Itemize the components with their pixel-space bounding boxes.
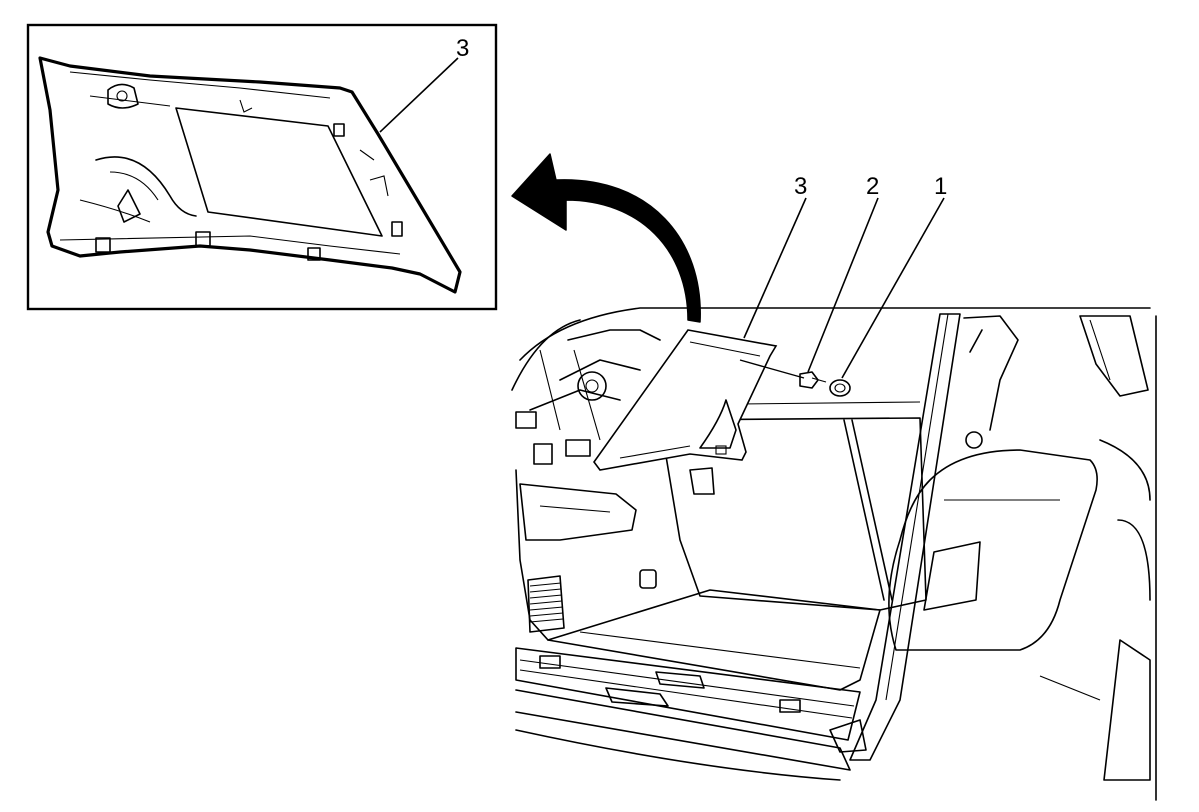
fastener-axis-line — [739, 359, 805, 379]
inset-detail-view: 3 — [26, 23, 498, 311]
leader-line-1 — [841, 197, 945, 379]
bolt-fastener — [799, 371, 827, 389]
leader-line-3 — [743, 197, 807, 339]
quarter-trim-panel — [593, 329, 778, 471]
washer-ring — [829, 379, 851, 397]
speaker-grille — [527, 575, 565, 633]
callout-3-inset: 3 — [456, 35, 469, 62]
inset-clip-top — [107, 83, 139, 109]
callout-2: 2 — [866, 173, 879, 200]
vehicle-cargo-area — [511, 307, 1157, 801]
direction-arrow-icon — [511, 153, 701, 323]
leader-line-2 — [807, 197, 879, 373]
callout-3: 3 — [794, 173, 807, 200]
callout-1: 1 — [934, 173, 947, 200]
inset-quarter-trim-panel — [38, 56, 462, 294]
